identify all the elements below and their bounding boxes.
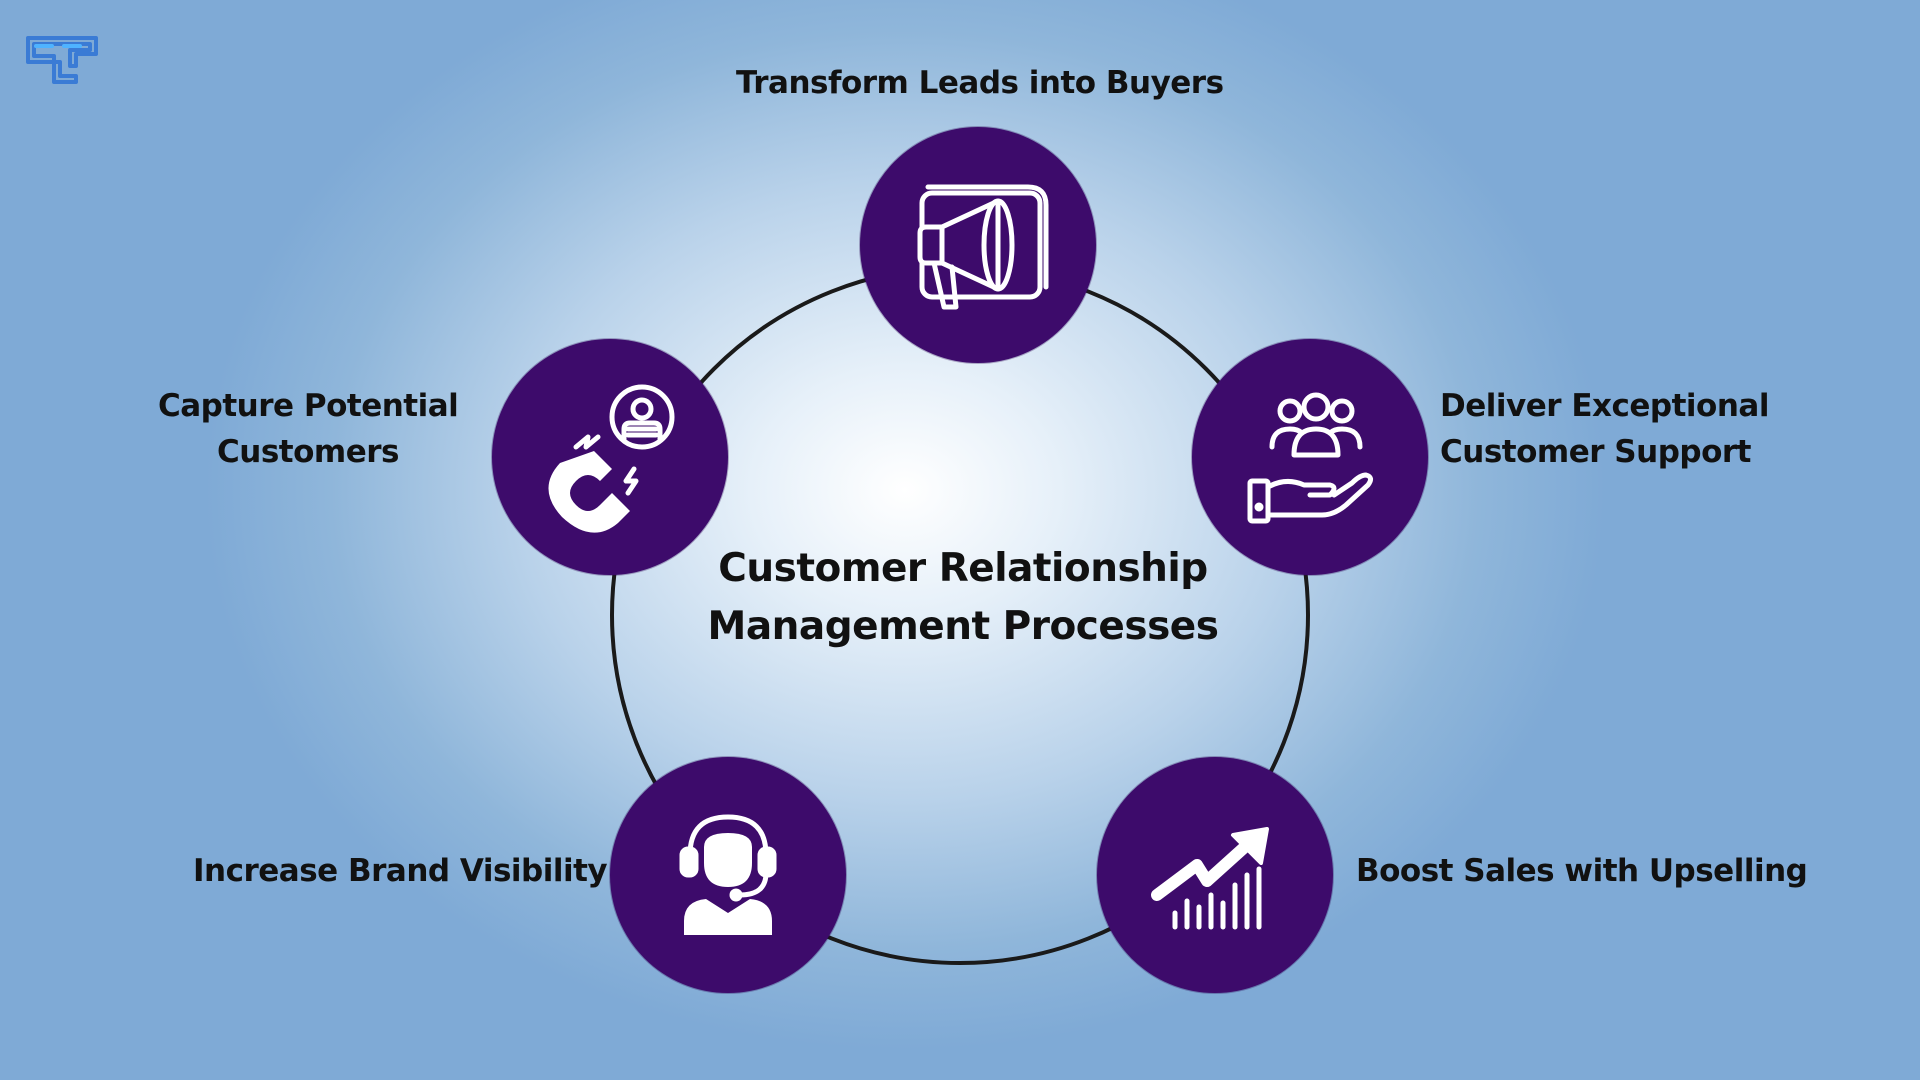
label-boost-sales: Boost Sales with Upselling <box>1356 853 1808 889</box>
node-boost-sales <box>1097 757 1333 993</box>
label-brand-visibility: Increase Brand Visibility <box>193 853 608 889</box>
node-transform-leads <box>860 127 1096 363</box>
center-title-line-1: Customer Relationship <box>718 546 1208 591</box>
center-title-line-2: Management Processes <box>707 604 1219 649</box>
megaphone-icon <box>917 184 1049 310</box>
magnet-icon <box>548 384 675 533</box>
label-transform-leads: Transform Leads into Buyers <box>736 65 1224 101</box>
headset-agent-icon <box>679 814 777 935</box>
node-capture-customers <box>492 339 728 575</box>
label-customer-support: Deliver Exceptional Customer Support <box>1440 388 1769 470</box>
label-capture-customers: Capture Potential Customers <box>158 388 459 470</box>
customer-support-hand-icon <box>1247 392 1374 524</box>
brand-logo-icon <box>26 36 98 84</box>
growth-chart-icon <box>1151 827 1269 930</box>
center-title: Customer Relationship Management Process… <box>663 540 1263 656</box>
node-customer-support <box>1192 339 1428 575</box>
node-brand-visibility <box>610 757 846 993</box>
